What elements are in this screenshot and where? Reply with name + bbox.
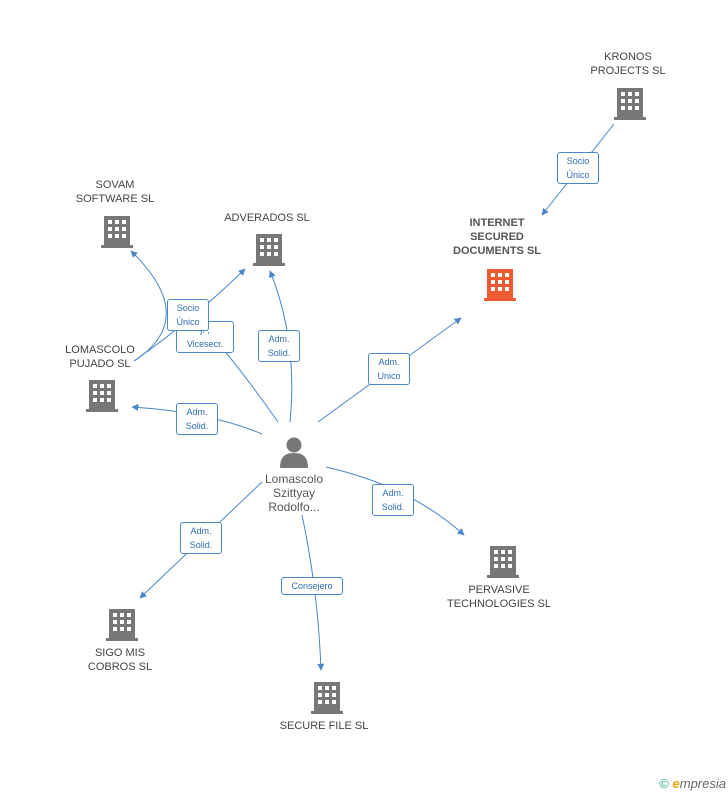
edge-label-center-internet[interactable]: Adm. Unico <box>368 353 410 385</box>
node-internet-secured-documents[interactable]: INTERNET SECURED DOCUMENTS SL <box>437 216 557 258</box>
company-name: LOMASCOLO PUJADO SL <box>65 344 135 370</box>
edge-label-lomascolo-sovam[interactable]: Socio Único <box>167 299 209 331</box>
footer-brand[interactable]: © empresia <box>659 776 726 791</box>
copyright-symbol: © <box>659 776 669 791</box>
node-sigo-mis-cobros[interactable]: SIGO MIS COBROS SL <box>70 646 170 674</box>
company-name: SIGO MIS COBROS SL <box>87 647 153 673</box>
brand-name: mpresia <box>679 776 726 791</box>
company-name: PERVASIVE TECHNOLOGIES SL <box>447 584 551 610</box>
company-name: INTERNET SECURED DOCUMENTS SL <box>453 217 541 257</box>
edge-label-center-pervasive[interactable]: Adm. Solid. <box>372 484 414 516</box>
node-sovam[interactable]: SOVAM SOFTWARE SL <box>65 178 165 206</box>
edge-label-center-adverados[interactable]: Adm. Solid. <box>258 330 300 362</box>
node-secure-file[interactable]: SECURE FILE SL <box>272 719 376 733</box>
node-adverados[interactable]: ADVERADOS SL <box>212 211 322 225</box>
building-icon <box>106 607 138 646</box>
edge-lomascolo-sovam <box>130 250 167 362</box>
center-person-name: Lomascolo Szittyay Rodolfo... <box>264 472 324 514</box>
person-icon <box>280 437 308 468</box>
building-icon <box>311 680 343 719</box>
building-icon <box>484 267 516 306</box>
node-lomascolo-pujado[interactable]: LOMASCOLO PUJADO SL <box>50 343 150 371</box>
company-name: KRONOS PROJECTS SL <box>590 51 666 77</box>
building-icon <box>101 214 133 253</box>
node-kronos[interactable]: KRONOS PROJECTS SL <box>578 50 678 78</box>
edge-label-center-secure[interactable]: Consejero <box>281 577 343 595</box>
building-icon <box>253 232 285 271</box>
building-icon <box>487 544 519 583</box>
edge-label-center-lomascolo[interactable]: Adm. Solid. <box>176 403 218 435</box>
edge-label-kronos-internet[interactable]: Socio Único <box>557 152 599 184</box>
company-name: SOVAM SOFTWARE SL <box>75 179 155 205</box>
node-center-person[interactable]: Lomascolo Szittyay Rodolfo... <box>248 436 340 514</box>
company-name: SECURE FILE SL <box>279 720 369 732</box>
company-name: ADVERADOS SL <box>224 212 310 224</box>
brand-initial: e <box>672 776 680 791</box>
node-pervasive[interactable]: PERVASIVE TECHNOLOGIES SL <box>439 583 559 611</box>
building-icon <box>614 86 646 125</box>
building-icon <box>86 378 118 417</box>
edge-label-center-sigo[interactable]: Adm. Solid. <box>180 522 222 554</box>
